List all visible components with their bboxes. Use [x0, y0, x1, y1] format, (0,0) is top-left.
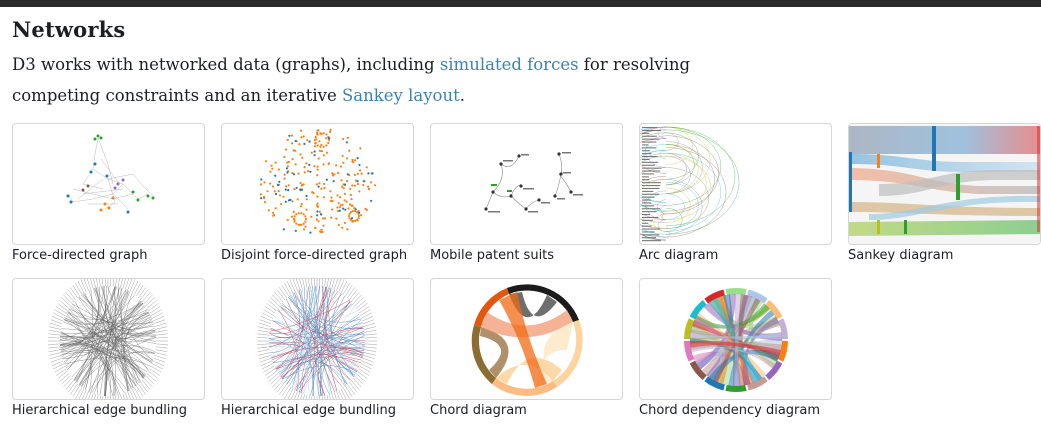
mobile-patent-svg: [484, 152, 583, 213]
example-card-mobile-patent-suits[interactable]: Mobile patent suits: [430, 123, 623, 263]
force-graph-svg: [66, 134, 155, 214]
example-card-hierarchical-edge-bundling-colored[interactable]: Hierarchical edge bundling: [221, 278, 414, 418]
sankey-svg: [849, 124, 1040, 244]
example-caption[interactable]: Mobile patent suits: [430, 248, 555, 263]
example-card-arc-diagram[interactable]: Arc diagram: [639, 123, 832, 263]
thumbnail-arc-diagram[interactable]: [639, 123, 832, 245]
example-caption[interactable]: Hierarchical edge bundling: [221, 403, 396, 418]
thumbnail-disjoint-force-directed-graph[interactable]: [221, 123, 414, 245]
edge-bundling-colored-svg: [257, 279, 377, 399]
example-caption[interactable]: Force-directed graph: [12, 248, 148, 263]
simulated-forces-link[interactable]: simulated forces: [439, 55, 579, 74]
example-caption[interactable]: Sankey diagram: [848, 248, 954, 263]
example-caption[interactable]: Disjoint force-directed graph: [221, 248, 408, 263]
thumbnail-chord-diagram[interactable]: [430, 278, 623, 400]
thumbnail-sankey-diagram[interactable]: [848, 123, 1041, 245]
example-caption[interactable]: Chord diagram: [430, 403, 527, 418]
section-title: Networks: [12, 17, 126, 42]
section-intro: D3 works with networked data (graphs), i…: [12, 49, 772, 111]
thumbnail-hierarchical-edge-bundling-colored[interactable]: [221, 278, 414, 400]
page: Networks D3 works with networked data (g…: [0, 7, 1041, 425]
intro-text-1: D3 works with networked data (graphs), i…: [12, 55, 440, 74]
example-card-chord-diagram[interactable]: Chord diagram: [430, 278, 623, 418]
thumbnail-chord-dependency-diagram[interactable]: [639, 278, 832, 400]
chord-dependency-svg: [684, 288, 788, 392]
thumbnail-mobile-patent-suits[interactable]: [430, 123, 623, 245]
example-caption[interactable]: Hierarchical edge bundling: [12, 403, 187, 418]
thumbnail-force-directed-graph[interactable]: [12, 123, 205, 245]
intro-text-3: .: [459, 86, 465, 105]
example-caption[interactable]: Arc diagram: [639, 248, 719, 263]
sankey-layout-link[interactable]: Sankey layout: [341, 86, 460, 105]
example-card-force-directed-graph[interactable]: Force-directed graph: [12, 123, 205, 263]
edge-bundling-svg: [48, 279, 168, 399]
example-card-chord-dependency-diagram[interactable]: Chord dependency diagram: [639, 278, 832, 418]
disjoint-force-svg: [259, 128, 377, 234]
arc-diagram-svg: [640, 126, 740, 242]
example-caption[interactable]: Chord dependency diagram: [639, 403, 821, 418]
thumbnail-hierarchical-edge-bundling[interactable]: [12, 278, 205, 400]
example-card-hierarchical-edge-bundling[interactable]: Hierarchical edge bundling: [12, 278, 205, 418]
chord-diagram-svg: [471, 284, 583, 396]
example-card-sankey-diagram[interactable]: Sankey diagram: [848, 123, 1041, 263]
intro-text-2: for resolving competing constraints and …: [12, 55, 691, 105]
example-card-disjoint-force-directed-graph[interactable]: Disjoint force-directed graph: [221, 123, 414, 263]
